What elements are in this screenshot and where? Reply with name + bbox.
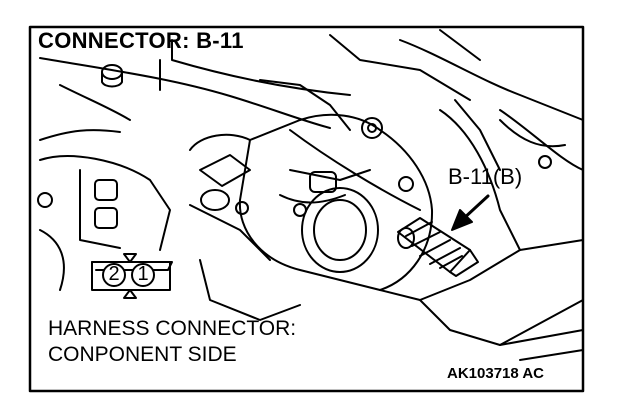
harness-caption-line2: CONPONENT SIDE [48,343,237,366]
harness-caption-line1: HARNESS CONNECTOR: [48,317,297,340]
figure-id: AK103718 AC [447,365,544,382]
left-bracket [37,155,171,291]
connector-callout-label: B-11(B) [448,164,523,189]
bolt [101,64,123,88]
lower-frame [199,239,584,361]
harness-connector-symbol [91,253,173,299]
hoses [289,99,566,251]
diagram-border [28,25,585,393]
engine-block-upper [39,29,584,171]
throttle-body [189,79,434,291]
harness-pin-label: 2 [108,263,120,285]
harness-pin-label: 1 [137,263,149,285]
sensor-connector [397,217,479,277]
diagram-title: CONNECTOR: B-11 [38,28,244,53]
callout-arrow [451,194,490,231]
